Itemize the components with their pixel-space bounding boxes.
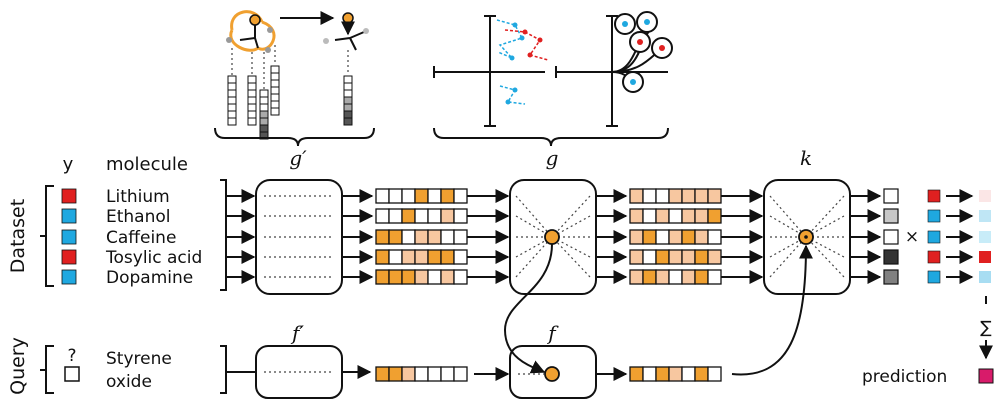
output-weights bbox=[883, 188, 991, 285]
featurization-illustration bbox=[214, 10, 375, 147]
f-node bbox=[544, 366, 560, 382]
query-molecule-name-line2: oxide bbox=[106, 372, 152, 392]
query-label: Query bbox=[7, 337, 29, 395]
dataset-row bbox=[226, 249, 882, 265]
dataset-row bbox=[226, 188, 882, 204]
molecule-name: Dopamine bbox=[106, 268, 193, 288]
molecule-header: molecule bbox=[106, 154, 188, 175]
query-to-k-connector bbox=[731, 244, 813, 376]
query-molecule-name-line1: Styrene bbox=[106, 349, 172, 369]
atom-icon bbox=[249, 14, 261, 26]
molecule-label-swatch bbox=[61, 269, 77, 285]
dataset-label: Dataset bbox=[7, 199, 29, 273]
g-aggregation-node bbox=[544, 229, 560, 245]
molecule-name: Ethanol bbox=[106, 207, 171, 227]
molecule-label-swatch bbox=[61, 249, 77, 265]
sum-operator: ∑ bbox=[980, 318, 992, 338]
query-unknown-label: ? bbox=[67, 346, 76, 366]
f-label: f bbox=[546, 321, 559, 345]
molecule-name: Caffeine bbox=[106, 228, 176, 248]
g-prime-label: g′ bbox=[289, 146, 307, 170]
dataset-row bbox=[226, 208, 882, 224]
dataset-row bbox=[226, 229, 882, 245]
multiply-operator: × bbox=[905, 227, 919, 247]
embedding-space-illustration bbox=[433, 11, 673, 147]
y-header: y bbox=[63, 154, 74, 175]
f-prime-label: f′ bbox=[290, 321, 304, 345]
g-label: g bbox=[546, 146, 559, 170]
query-embedding-vector-2 bbox=[629, 366, 722, 382]
molecule-name: Lithium bbox=[106, 187, 170, 207]
k-label: k bbox=[800, 146, 812, 170]
query-label-box bbox=[64, 366, 80, 382]
dataset-row bbox=[226, 269, 882, 285]
molecule-label-swatch bbox=[61, 188, 77, 204]
prediction-label: prediction bbox=[862, 367, 947, 387]
g-to-f-connector bbox=[503, 243, 553, 374]
query-embedding-vector-1 bbox=[375, 366, 468, 382]
molecule-name: Tosylic acid bbox=[105, 248, 202, 268]
molecule-label-swatch bbox=[61, 229, 77, 245]
prediction-swatch bbox=[978, 368, 994, 384]
molecule-label-swatch bbox=[61, 208, 77, 224]
